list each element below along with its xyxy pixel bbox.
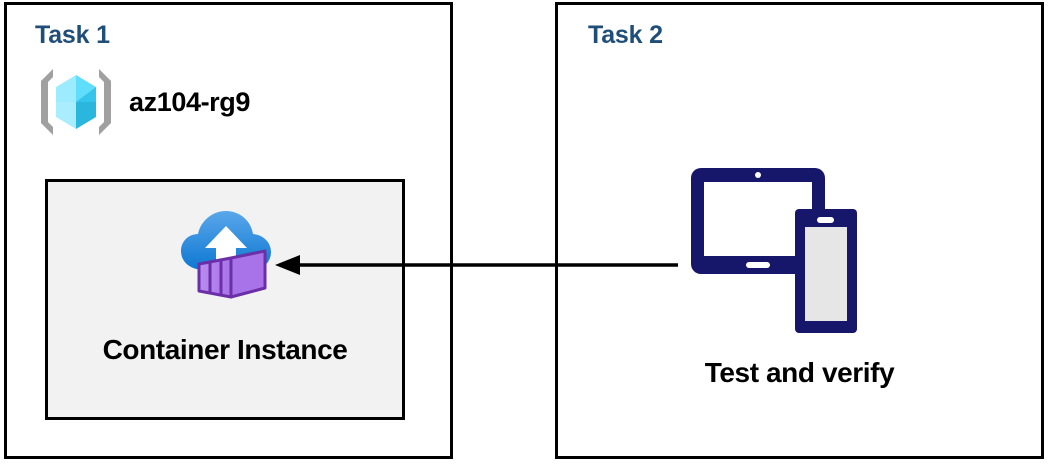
container-instance-box: Container Instance [45,179,405,420]
test-and-verify-label: Test and verify [704,357,895,388]
resource-group-label: az104-rg9 [129,86,250,117]
resource-group-row: az104-rg9 [35,63,250,141]
azure-container-instance-icon [181,211,271,299]
panel-title-task-2: Task 2 [588,21,663,49]
tablet-and-phone-icon [691,168,857,333]
panel-title-task-1: Task 1 [35,21,110,49]
azure-resource-group-icon [41,69,111,135]
panel-task-1: Task 1 az104-rg9 [4,2,453,459]
panel-task-2: Task 2 Test and verify [555,2,1044,459]
container-instance-label: Container Instance [102,334,348,365]
